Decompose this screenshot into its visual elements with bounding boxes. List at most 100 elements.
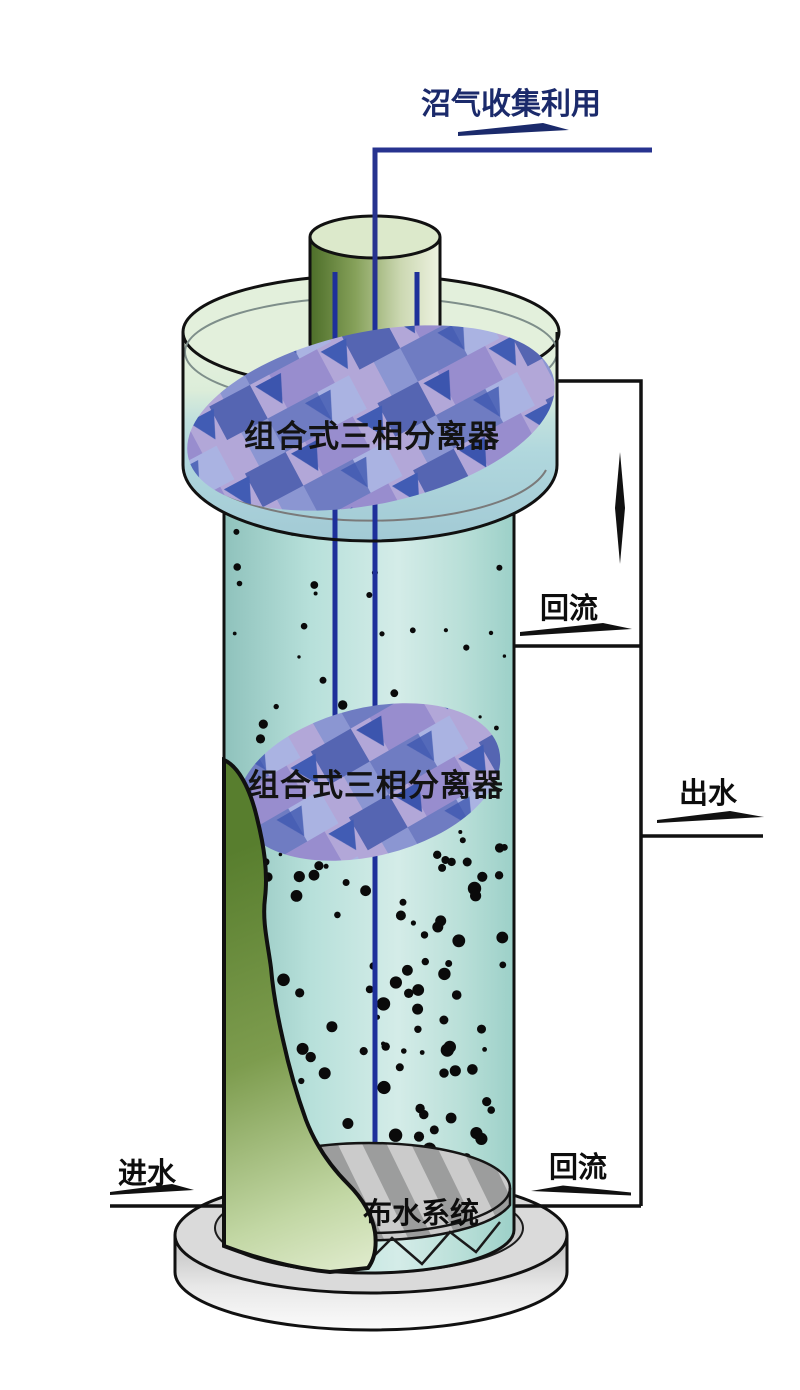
flow-arrow-biogas: [458, 123, 569, 136]
sludge-dot: [233, 528, 240, 535]
label-influent: 进水: [118, 1157, 177, 1190]
sludge-dot: [449, 1065, 461, 1077]
sludge-dot: [477, 871, 488, 882]
biogas-line-group: 沼气收集利用: [372, 88, 652, 280]
granular-sludge-wall: [222, 756, 378, 1275]
sludge-dot: [443, 628, 448, 633]
sludge-dot: [478, 715, 482, 719]
label-biogas: 沼气收集利用: [421, 88, 601, 121]
sludge-dot: [390, 689, 399, 698]
sludge-dot: [313, 591, 318, 596]
sludge-dot: [326, 1021, 338, 1033]
upper-separator-section: 组合式三相分离器: [181, 150, 561, 543]
label-separator-middle: 组合式三相分离器: [248, 768, 504, 803]
sludge-dot: [496, 931, 509, 944]
sludge-dot: [232, 631, 237, 636]
sludge-dot: [451, 990, 462, 1000]
sludge-dot: [413, 1131, 425, 1142]
sludge-dot: [462, 857, 472, 867]
sludge-dot: [441, 856, 450, 864]
sludge-dot: [298, 1077, 305, 1085]
sludge-dot: [365, 985, 374, 994]
sludge-dot: [338, 700, 348, 710]
sludge-dot: [318, 1067, 331, 1080]
sludge-dot: [334, 911, 341, 919]
sludge-dot: [412, 984, 425, 996]
sludge-dot: [439, 1015, 449, 1025]
sludge-dot: [258, 719, 268, 729]
sludge-dot: [421, 957, 429, 966]
sludge-dot: [295, 988, 305, 998]
sludge-dot: [296, 1042, 309, 1055]
label-effluent: 出水: [679, 777, 738, 810]
label-reflux-bottom: 回流: [549, 1151, 607, 1184]
sludge-dot: [502, 654, 507, 658]
sludge-dot: [432, 921, 444, 933]
middle-separator-plates: 组合式三相分离器: [237, 703, 504, 861]
sludge-dot: [420, 931, 429, 939]
sludge-dot: [319, 676, 327, 684]
sludge-dot: [482, 1097, 492, 1107]
sludge-dot: [290, 890, 303, 902]
sludge-dot: [402, 964, 413, 976]
sludge-dot: [443, 1040, 456, 1054]
sludge-dot: [470, 890, 482, 902]
downcomer-pipe: [557, 379, 643, 1206]
sludge-dot: [438, 863, 447, 872]
sludge-dot: [459, 837, 466, 844]
sludge-dot: [360, 885, 371, 897]
sludge-dot: [255, 734, 266, 744]
sludge-dot: [404, 988, 414, 998]
sludge-dot: [439, 1068, 449, 1078]
external-piping: [110, 379, 763, 1208]
sludge-dot: [494, 871, 504, 880]
sludge-dot: [236, 580, 243, 587]
sludge-dot: [445, 1112, 457, 1124]
sludge-dot: [499, 961, 507, 969]
sludge-dot: [293, 871, 305, 883]
sludge-dot: [494, 725, 499, 731]
sludge-dot: [273, 703, 279, 710]
sludge-dot: [310, 581, 319, 589]
sludge-dot: [419, 1109, 429, 1120]
sludge-dot: [278, 852, 283, 857]
sludge-dot: [429, 1125, 439, 1135]
sludge-dot: [308, 869, 320, 881]
sludge-dot: [412, 1003, 424, 1015]
label-reflux-top: 回流: [540, 592, 598, 625]
upper-separator-plates: 组合式三相分离器: [187, 325, 555, 511]
flow-arrow-effluent: [657, 811, 764, 823]
sludge-dot: [409, 627, 416, 634]
sludge-dot: [389, 976, 402, 989]
sludge-dot: [433, 850, 442, 859]
sludge-dot: [342, 879, 350, 886]
flow-arrow-influent: [110, 1184, 194, 1195]
sludge-dot: [496, 564, 503, 571]
sludge-dot: [452, 934, 466, 948]
label-distributor: 布水系统: [363, 1196, 479, 1230]
sludge-dot: [388, 1128, 403, 1142]
flow-annotations: 回流 出水 回流 进水 布水系统: [110, 452, 764, 1230]
sludge-dot: [395, 910, 406, 921]
sludge-dot: [381, 1042, 390, 1051]
sludge-dot: [445, 960, 453, 967]
sludge-dot: [377, 1080, 391, 1095]
flow-arrow-down: [615, 452, 625, 564]
sludge-dot: [300, 622, 308, 630]
sludge-dot: [314, 861, 324, 871]
sludge-dot: [376, 997, 391, 1011]
sludge-dot: [342, 1118, 354, 1129]
sludge-dot: [438, 967, 451, 981]
sludge-dot: [467, 1064, 478, 1075]
sludge-dot: [395, 1063, 404, 1072]
sludge-dot: [475, 1132, 488, 1145]
sludge-dot: [233, 563, 241, 571]
biogas-pipe: [372, 147, 652, 280]
flow-arrow-reflux-bottom: [531, 1185, 631, 1196]
sludge-dot: [463, 644, 470, 651]
sludge-dot: [401, 1048, 407, 1054]
sludge-dot: [494, 843, 505, 853]
sludge-dot: [366, 592, 373, 598]
